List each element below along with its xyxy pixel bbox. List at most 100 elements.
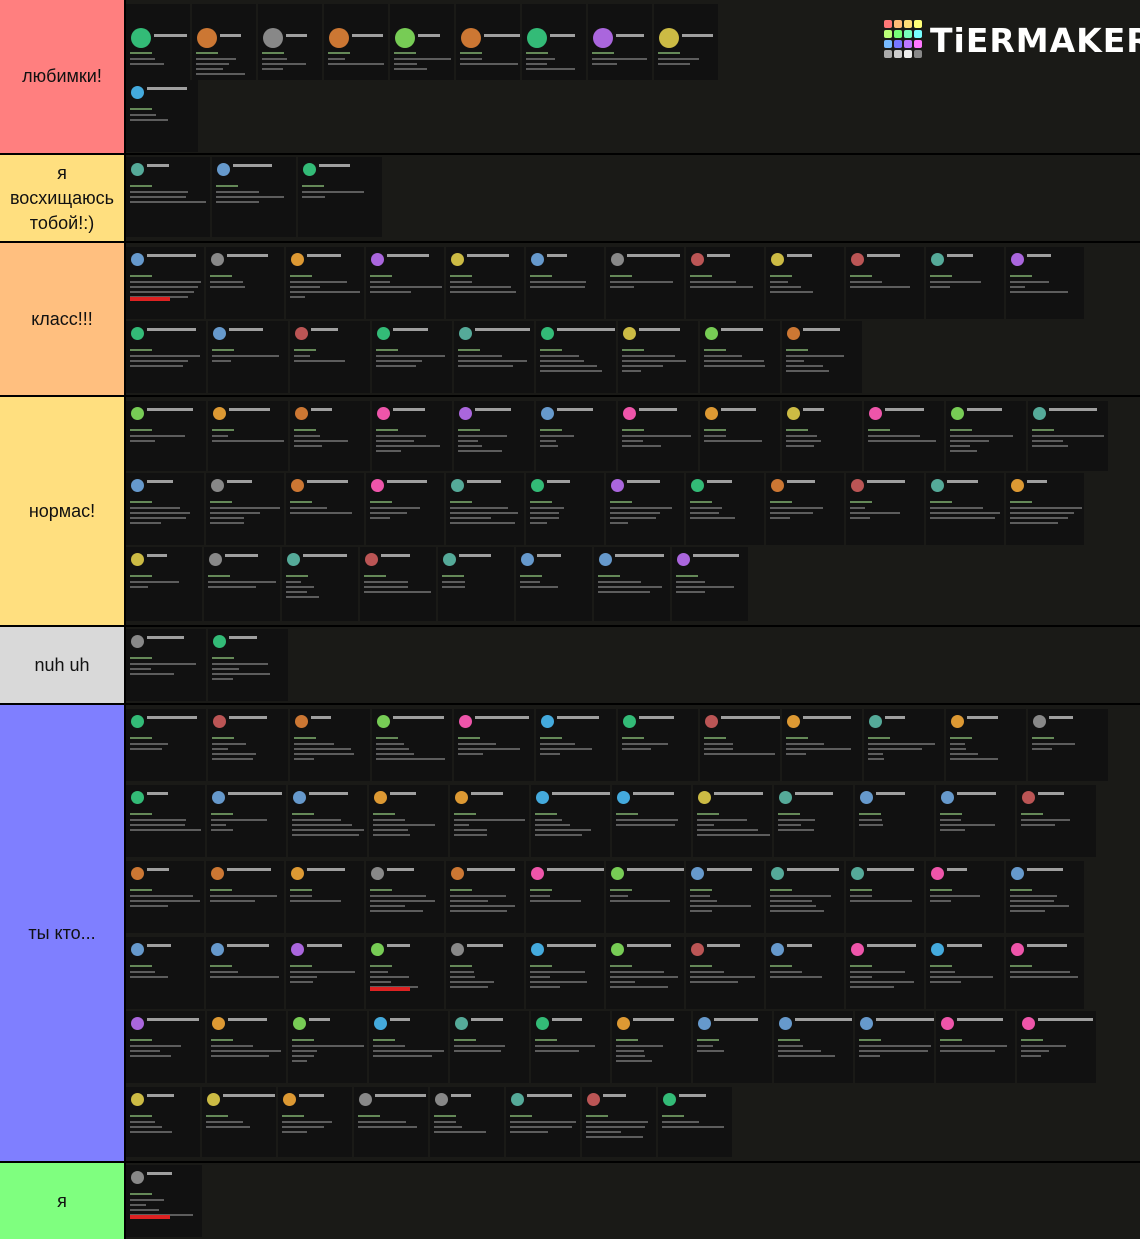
profile-card[interactable] [526,937,604,1009]
profile-card[interactable] [766,247,844,319]
profile-card[interactable] [522,4,586,80]
profile-card[interactable] [372,321,452,393]
profile-card[interactable] [686,861,764,933]
tier-label[interactable]: я [0,1163,124,1239]
profile-card[interactable] [1028,709,1108,781]
profile-card[interactable] [536,401,616,471]
profile-card[interactable] [618,709,698,781]
profile-card[interactable] [588,4,652,80]
profile-card[interactable] [390,4,454,80]
profile-card[interactable] [1006,937,1084,1009]
profile-card[interactable] [1017,1011,1096,1083]
profile-card[interactable] [864,401,944,471]
profile-card[interactable] [782,321,862,393]
profile-card[interactable] [946,709,1026,781]
profile-card[interactable] [855,1011,934,1083]
profile-card[interactable] [531,1011,610,1083]
profile-card[interactable] [454,401,534,471]
profile-card[interactable] [454,709,534,781]
profile-card[interactable] [526,247,604,319]
profile-card[interactable] [207,785,286,857]
profile-card[interactable] [286,247,364,319]
profile-card[interactable] [612,1011,691,1083]
profile-card[interactable] [936,1011,1015,1083]
profile-card[interactable] [282,547,358,621]
profile-card[interactable] [278,1087,352,1157]
profile-card[interactable] [208,709,288,781]
profile-card[interactable] [774,785,853,857]
profile-card[interactable] [324,4,388,80]
tier-label[interactable]: класс!!! [0,243,124,395]
profile-card[interactable] [936,785,1015,857]
profile-card[interactable] [846,861,924,933]
profile-card[interactable] [686,937,764,1009]
profile-card[interactable] [658,1087,732,1157]
profile-card[interactable] [693,1011,772,1083]
profile-card[interactable] [1006,473,1084,545]
profile-card[interactable] [582,1087,656,1157]
profile-card[interactable] [126,937,204,1009]
profile-card[interactable] [946,401,1026,471]
profile-card[interactable] [288,785,367,857]
profile-card[interactable] [372,709,452,781]
profile-card[interactable] [446,473,524,545]
profile-card[interactable] [618,321,698,393]
profile-card[interactable] [286,861,364,933]
profile-card[interactable] [126,709,206,781]
profile-card[interactable] [126,473,204,545]
profile-card[interactable] [204,547,280,621]
profile-card[interactable] [369,1011,448,1083]
profile-card[interactable] [926,473,1004,545]
profile-card[interactable] [536,321,616,393]
profile-card[interactable] [192,4,256,80]
profile-card[interactable] [446,247,524,319]
profile-card[interactable] [536,709,616,781]
profile-card[interactable] [126,247,204,319]
tier-label[interactable]: я восхищаюсь тобой!:) [0,155,124,241]
profile-card[interactable] [700,401,780,471]
profile-card[interactable] [438,547,514,621]
profile-card[interactable] [126,1087,200,1157]
profile-card[interactable] [212,157,296,237]
profile-card[interactable] [672,547,748,621]
profile-card[interactable] [454,321,534,393]
tier-label[interactable]: nuh uh [0,627,124,703]
profile-card[interactable] [1006,247,1084,319]
profile-card[interactable] [290,321,370,393]
profile-card[interactable] [766,473,844,545]
profile-card[interactable] [606,937,684,1009]
profile-card[interactable] [366,473,444,545]
profile-card[interactable] [606,247,684,319]
profile-card[interactable] [208,321,288,393]
profile-card[interactable] [360,547,436,621]
profile-card[interactable] [926,861,1004,933]
profile-card[interactable] [372,401,452,471]
profile-card[interactable] [286,937,364,1009]
profile-card[interactable] [618,401,698,471]
profile-card[interactable] [207,1011,286,1083]
profile-card[interactable] [126,1011,205,1083]
profile-card[interactable] [126,321,206,393]
profile-card[interactable] [126,785,205,857]
profile-card[interactable] [531,785,610,857]
profile-card[interactable] [1028,401,1108,471]
profile-card[interactable] [366,861,444,933]
profile-card[interactable] [686,247,764,319]
profile-card[interactable] [846,937,924,1009]
tier-label[interactable]: нормас! [0,397,124,625]
profile-card[interactable] [1017,785,1096,857]
profile-card[interactable] [693,785,772,857]
profile-card[interactable] [206,861,284,933]
profile-card[interactable] [206,247,284,319]
profile-card[interactable] [288,1011,367,1083]
profile-card[interactable] [526,861,604,933]
tier-label[interactable]: любимки! [0,0,124,153]
profile-card[interactable] [446,861,524,933]
profile-card[interactable] [258,4,322,80]
profile-card[interactable] [126,401,206,471]
profile-card[interactable] [290,401,370,471]
profile-card[interactable] [864,709,944,781]
profile-card[interactable] [208,401,288,471]
profile-card[interactable] [446,937,524,1009]
profile-card[interactable] [202,1087,276,1157]
